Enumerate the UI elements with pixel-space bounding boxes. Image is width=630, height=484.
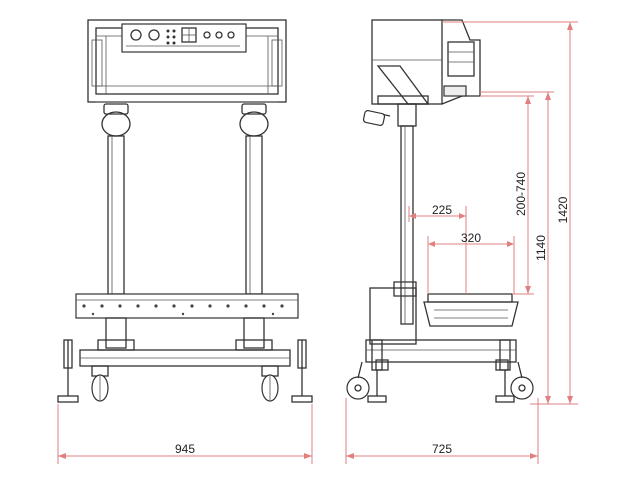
side-leveling-foot-left: [367, 339, 387, 403]
side-column: [400, 125, 414, 325]
conveyor-bar: [75, 293, 299, 319]
panel-button-2: [215, 31, 223, 39]
side-adjust-handle: [362, 110, 391, 126]
right-column: [245, 135, 263, 295]
panel-keypad: [166, 29, 176, 45]
side-head-housing: [371, 19, 443, 105]
side-conveyor-belt: [427, 293, 513, 303]
left-column: [107, 135, 125, 295]
front-caster-right: [261, 365, 279, 402]
dim-label-200-740: 200-740: [514, 172, 528, 216]
front-leveling-foot-left: [57, 339, 79, 403]
dim-label-1420: 1420: [556, 196, 570, 223]
side-head-outlet: [443, 85, 467, 97]
panel-button-1: [203, 31, 211, 39]
side-base-frame: [365, 339, 517, 363]
dim-label-1140: 1140: [534, 235, 548, 261]
front-leveling-foot-right: [291, 339, 313, 403]
side-leveling-foot-right: [495, 339, 515, 403]
front-caster-left: [91, 365, 109, 402]
dim-label-320: 320: [461, 231, 481, 245]
dim-label-225: 225: [432, 203, 452, 217]
side-conveyor-tray: [423, 301, 519, 327]
conveyor-bolts: [82, 304, 284, 316]
panel-dial-1: [130, 29, 142, 41]
front-view: [57, 19, 313, 403]
panel-button-3: [227, 31, 235, 39]
right-column-clamp: [239, 111, 269, 137]
panel-dial-2: [148, 29, 160, 41]
dim-label-945: 945: [175, 442, 195, 456]
control-panel: [121, 23, 247, 53]
dimension-lines: [57, 21, 578, 464]
side-view: [346, 19, 534, 403]
side-conveyor-support: [369, 287, 417, 345]
dim-label-725: 725: [432, 442, 452, 456]
side-caster-left: [346, 361, 370, 400]
side-caster-right: [510, 361, 534, 400]
left-column-clamp: [101, 111, 131, 137]
